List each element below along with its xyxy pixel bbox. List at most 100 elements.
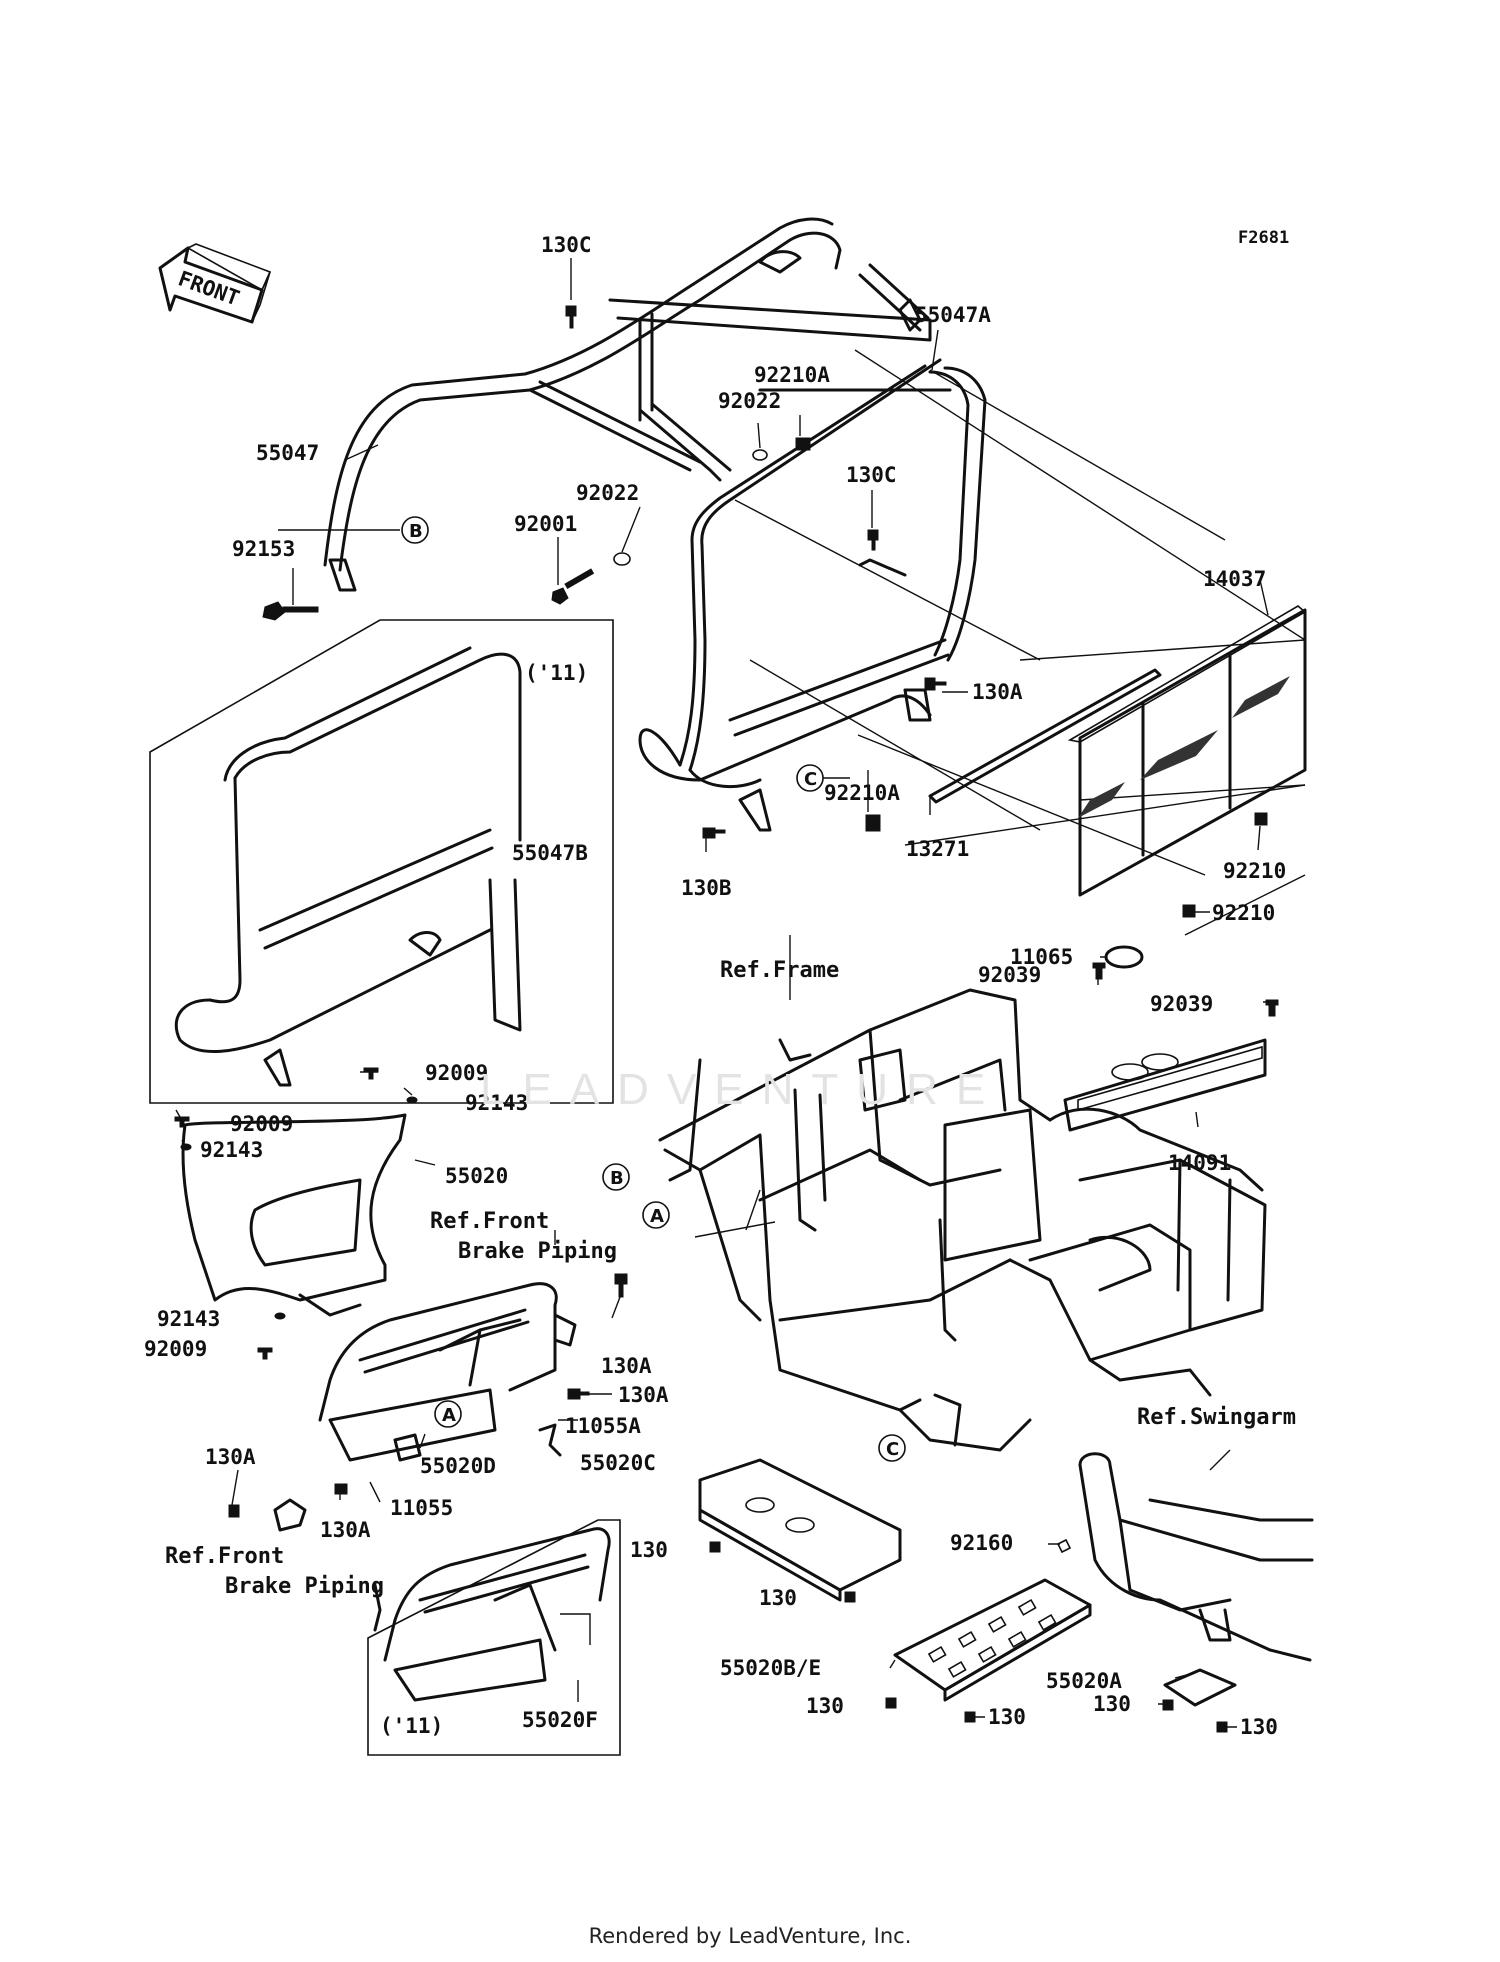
washer-92022-upper	[752, 449, 768, 461]
label-130-skid-c1: 130	[630, 1538, 668, 1562]
front-bracket-55020D-drawing	[318, 1282, 558, 1462]
label-130A-lower: 130A	[320, 1518, 371, 1542]
label-92009-lower: 92009	[144, 1337, 207, 1361]
nut-92210A-upper	[795, 437, 811, 451]
label-92039-left: 92039	[978, 963, 1041, 987]
connector-markers: B C B A A C	[401, 516, 906, 1462]
bolt-130A-lower	[334, 1483, 348, 1495]
label-130A-upper: 130A	[972, 680, 1023, 704]
clip-92143-top	[406, 1096, 418, 1104]
bolt-130C-mid	[867, 529, 879, 551]
label-92160: 92160	[950, 1531, 1013, 1555]
label-55020D: 55020D	[420, 1454, 496, 1478]
connector-c-frame: C	[886, 1439, 899, 1460]
label-130C-mid: 130C	[846, 463, 897, 487]
bolt-130-skid-c2	[844, 1591, 856, 1603]
model-year-inset-2: ('11)	[380, 1714, 443, 1738]
label-55047B: 55047B	[512, 841, 588, 865]
label-55020C: 55020C	[580, 1451, 656, 1475]
label-55020BE: 55020B/E	[720, 1656, 821, 1680]
label-92210A-lower: 92210A	[824, 781, 900, 805]
label-11055: 11055	[390, 1496, 453, 1520]
label-130A-right: 130A	[618, 1383, 669, 1407]
label-14037: 14037	[1203, 567, 1266, 591]
label-14091: 14091	[1168, 1151, 1231, 1175]
bolt-92001	[551, 568, 595, 605]
label-leaders	[175, 258, 1269, 1728]
bolt-130B	[702, 827, 726, 839]
label-92210A-top: 92210A	[754, 363, 830, 387]
label-92039-right: 92039	[1150, 992, 1213, 1016]
label-130C-top: 130C	[541, 233, 592, 257]
skid-plate-55020BE-drawing	[893, 1578, 1092, 1702]
rivet-92009-left	[174, 1116, 190, 1128]
label-92153: 92153	[232, 537, 295, 561]
ref-front-lower: Ref.Front	[165, 1544, 284, 1569]
exploded-view-guides	[734, 349, 1306, 936]
bolt-130-skid-c1	[709, 1541, 721, 1553]
label-130-skid-a2: 130	[1240, 1715, 1278, 1739]
label-130-skid-be1: 130	[806, 1694, 844, 1718]
bolt-130-skid-be1	[885, 1697, 897, 1709]
rear-guard-55047A-drawing	[638, 358, 987, 832]
label-92143-lower: 92143	[157, 1307, 220, 1331]
model-year-inset-1: ('11)	[525, 661, 588, 685]
figure-code: F2681	[1238, 228, 1289, 248]
clip-92143-lower	[274, 1312, 286, 1320]
label-92022-mid: 92022	[576, 481, 639, 505]
cap-11065-drawing	[1104, 945, 1144, 969]
clip-92039-left	[1092, 962, 1106, 980]
skid-plate-55020C-drawing	[698, 1458, 902, 1602]
main-frame-drawing	[658, 988, 1267, 1452]
mesh-panel-14037-drawing	[1067, 605, 1307, 897]
nut-92210-lower	[1182, 904, 1196, 918]
bolt-92153	[262, 601, 319, 621]
label-130-skid-be2: 130	[988, 1705, 1026, 1729]
label-55047: 55047	[256, 441, 319, 465]
label-55020: 55020	[445, 1164, 508, 1188]
swingarm-drawing	[1078, 1452, 1314, 1662]
ref-swingarm: Ref.Swingarm	[1137, 1405, 1296, 1430]
inset-55020F	[367, 1519, 621, 1756]
label-55020F: 55020F	[522, 1708, 598, 1732]
ref-frame: Ref.Frame	[720, 958, 839, 983]
front-guard-55020-drawing	[181, 1113, 407, 1317]
connector-b-frame: B	[610, 1168, 624, 1189]
front-direction-arrow: FRONT	[158, 243, 272, 324]
skid-plate-55020A-drawing	[1163, 1668, 1237, 1707]
rivet-92009-top	[363, 1067, 379, 1080]
rear-guard-55047-drawing	[323, 217, 932, 592]
small-brackets-drawing	[273, 1313, 577, 1632]
label-92143-left: 92143	[200, 1138, 263, 1162]
label-55047A: 55047A	[915, 303, 991, 327]
label-13271: 13271	[906, 837, 969, 861]
bolt-130A-left	[228, 1504, 240, 1518]
label-11055A: 11055A	[565, 1414, 641, 1438]
label-11065: 11065	[1010, 945, 1073, 969]
inset-55047B	[149, 619, 614, 1104]
bolt-130A-right	[567, 1388, 590, 1400]
label-92009-top: 92009	[425, 1061, 488, 1085]
washer-92022-lower	[613, 552, 631, 566]
plug-92160	[1056, 1538, 1072, 1554]
label-92143-top: 92143	[465, 1091, 528, 1115]
connector-b-top: B	[409, 521, 423, 542]
label-92210-lower: 92210	[1212, 901, 1275, 925]
label-92001: 92001	[514, 512, 577, 536]
strip-13271-drawing	[928, 668, 1162, 804]
connector-a-frame: A	[650, 1206, 664, 1227]
bolt-130-skid-a1	[1162, 1699, 1174, 1711]
watermark-text: LEADVENTURE	[480, 1065, 1004, 1114]
label-130B: 130B	[681, 876, 732, 900]
label-92009-left: 92009	[230, 1112, 293, 1136]
label-130A-brake: 130A	[601, 1354, 652, 1378]
bolt-130A-upper	[924, 677, 947, 691]
label-130-skid-a1: 130	[1093, 1692, 1131, 1716]
rivet-92009-lower	[257, 1347, 273, 1360]
connector-c-top: C	[804, 769, 817, 790]
ref-front-upper: Ref.Front	[430, 1209, 549, 1234]
label-55020A: 55020A	[1046, 1669, 1122, 1693]
bolt-130A-brake-top	[614, 1273, 628, 1298]
label-92022-top: 92022	[718, 389, 781, 413]
